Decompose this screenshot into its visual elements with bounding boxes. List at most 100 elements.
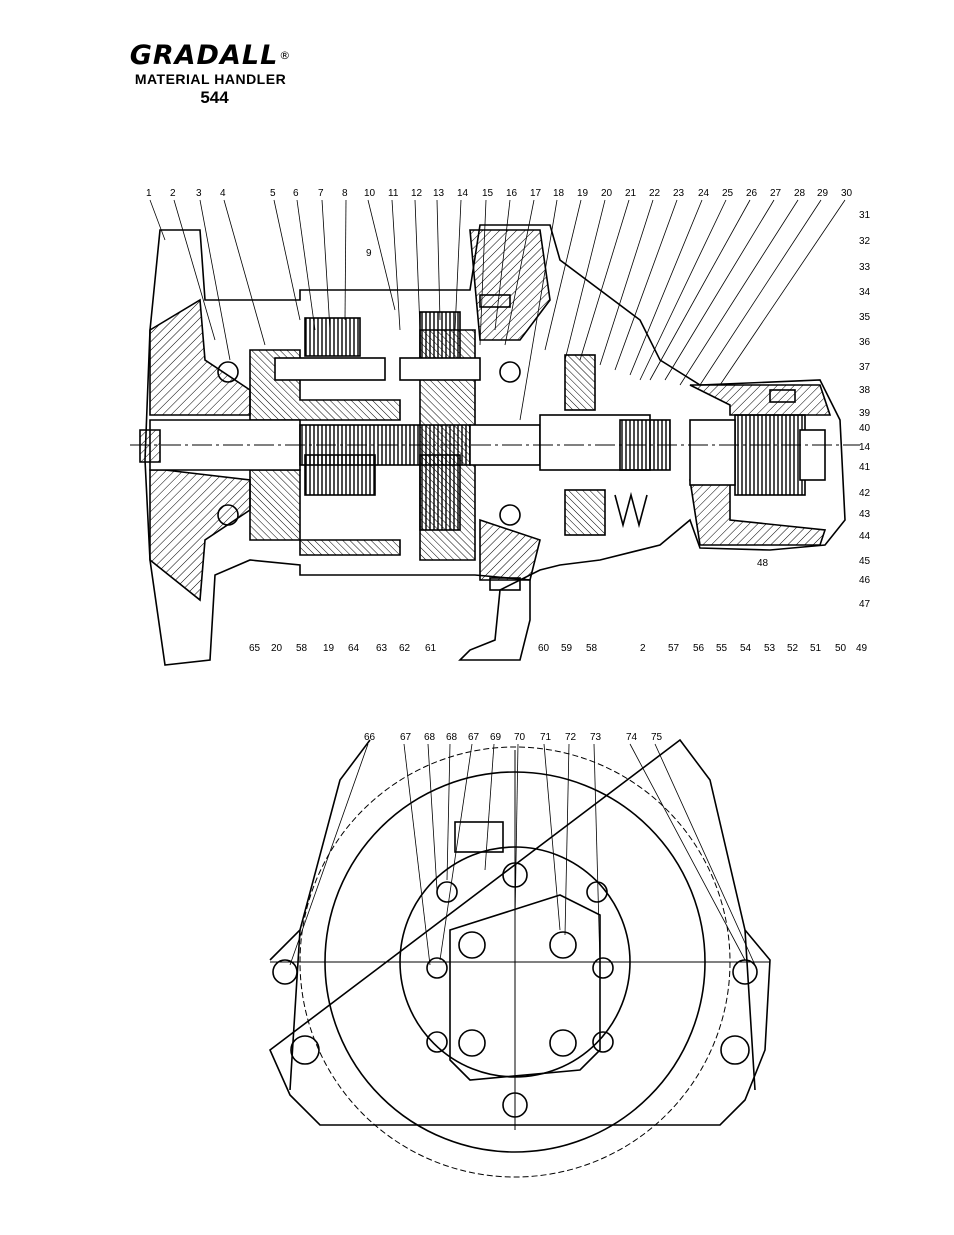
leader-line [629,199,703,376]
callout-49: 49 [856,643,868,654]
leader-line [699,199,822,386]
leader-line [273,199,301,321]
callout-40: 40 [859,423,871,434]
callout-47: 47 [859,599,871,610]
callout-59: 59 [561,643,573,654]
callout-58: 58 [586,643,598,654]
callout-71: 71 [540,732,552,743]
housing-section-top [469,229,551,341]
callout-65: 65 [249,643,261,654]
bolt-bottom [489,577,521,591]
callout-6: 6 [293,188,299,199]
leader-line [664,199,775,381]
callout-72: 72 [565,732,577,743]
callout-20: 20 [601,188,613,199]
section-view [130,224,860,666]
title-block: GRADALL® MATERIAL HANDLER 544 [108,42,313,108]
callout-5: 5 [270,188,276,199]
callout-50: 50 [835,643,847,654]
callout-68: 68 [446,732,458,743]
callout-30: 30 [841,188,853,199]
motor-gear [734,414,806,496]
motor-cap [799,429,826,481]
end-view [269,738,771,1178]
callout-35: 35 [859,312,871,323]
callout-46: 46 [859,575,871,586]
leader-line [649,199,751,381]
leader-line [403,743,431,966]
leader-line [367,199,396,311]
leader-line [414,199,421,331]
callout-23: 23 [673,188,685,199]
callout-62: 62 [399,643,411,654]
planet-pin-1 [274,357,386,381]
planet-gear-lower [304,454,376,496]
callout-24: 24 [698,188,710,199]
callout-28: 28 [794,188,806,199]
planet-pin-2 [399,357,481,381]
leader-line [436,199,441,321]
bearing-left [217,361,239,526]
leader-line [149,199,166,241]
callout-2: 2 [170,188,176,199]
callout-64: 64 [348,643,360,654]
leader-line [519,199,558,421]
leader-line [564,199,606,361]
leader-line [654,743,756,966]
model-number: 544 [200,88,229,107]
callout-67: 67 [400,732,412,743]
leader-line [321,199,331,331]
leader-line [223,199,266,346]
brake-spring [614,491,648,529]
leader-line [599,199,654,366]
callout-14: 14 [457,188,469,199]
leader-line [391,199,401,331]
bearing-right [499,361,521,526]
callout-52: 52 [787,643,799,654]
callout-56: 56 [693,643,705,654]
bolt-motor [769,389,796,403]
brake-disc-pack [564,354,606,536]
leader-line [564,743,570,936]
callout-57: 57 [668,643,680,654]
leader-line [679,199,799,386]
shaft-end-plug [139,429,161,463]
leader-line [494,199,511,331]
callout-38: 38 [859,385,871,396]
callout-53: 53 [764,643,776,654]
callout-39: 39 [859,408,871,419]
callout-1: 1 [146,188,152,199]
callout-2: 2 [640,643,646,654]
end-housing-inner-edge [289,929,756,1091]
callout-32: 32 [859,236,871,247]
callout-70: 70 [514,732,526,743]
callout-63: 63 [376,643,388,654]
leader-line [614,199,678,371]
callout-13: 13 [433,188,445,199]
leader-line [199,199,231,361]
nameplate [454,821,504,853]
callout-54: 54 [740,643,752,654]
callout-55: 55 [716,643,728,654]
planet-gear-stage2-lower [419,454,461,531]
callout-44: 44 [859,531,871,542]
callout-27: 27 [770,188,782,199]
leader-line [544,199,582,351]
leader-line [719,199,846,386]
callout-14: 14 [859,442,871,453]
carrier-lower [249,469,401,556]
callout-60: 60 [538,643,550,654]
callout-21: 21 [625,188,637,199]
callout-17: 17 [530,188,542,199]
housing-section-upper [149,298,251,416]
registered-mark: ® [279,49,292,62]
callout-74: 74 [626,732,638,743]
leader-line [514,743,519,921]
leader-line [173,199,216,341]
callout-16: 16 [506,188,518,199]
callout-51: 51 [810,643,822,654]
motor-shaft [689,419,736,486]
